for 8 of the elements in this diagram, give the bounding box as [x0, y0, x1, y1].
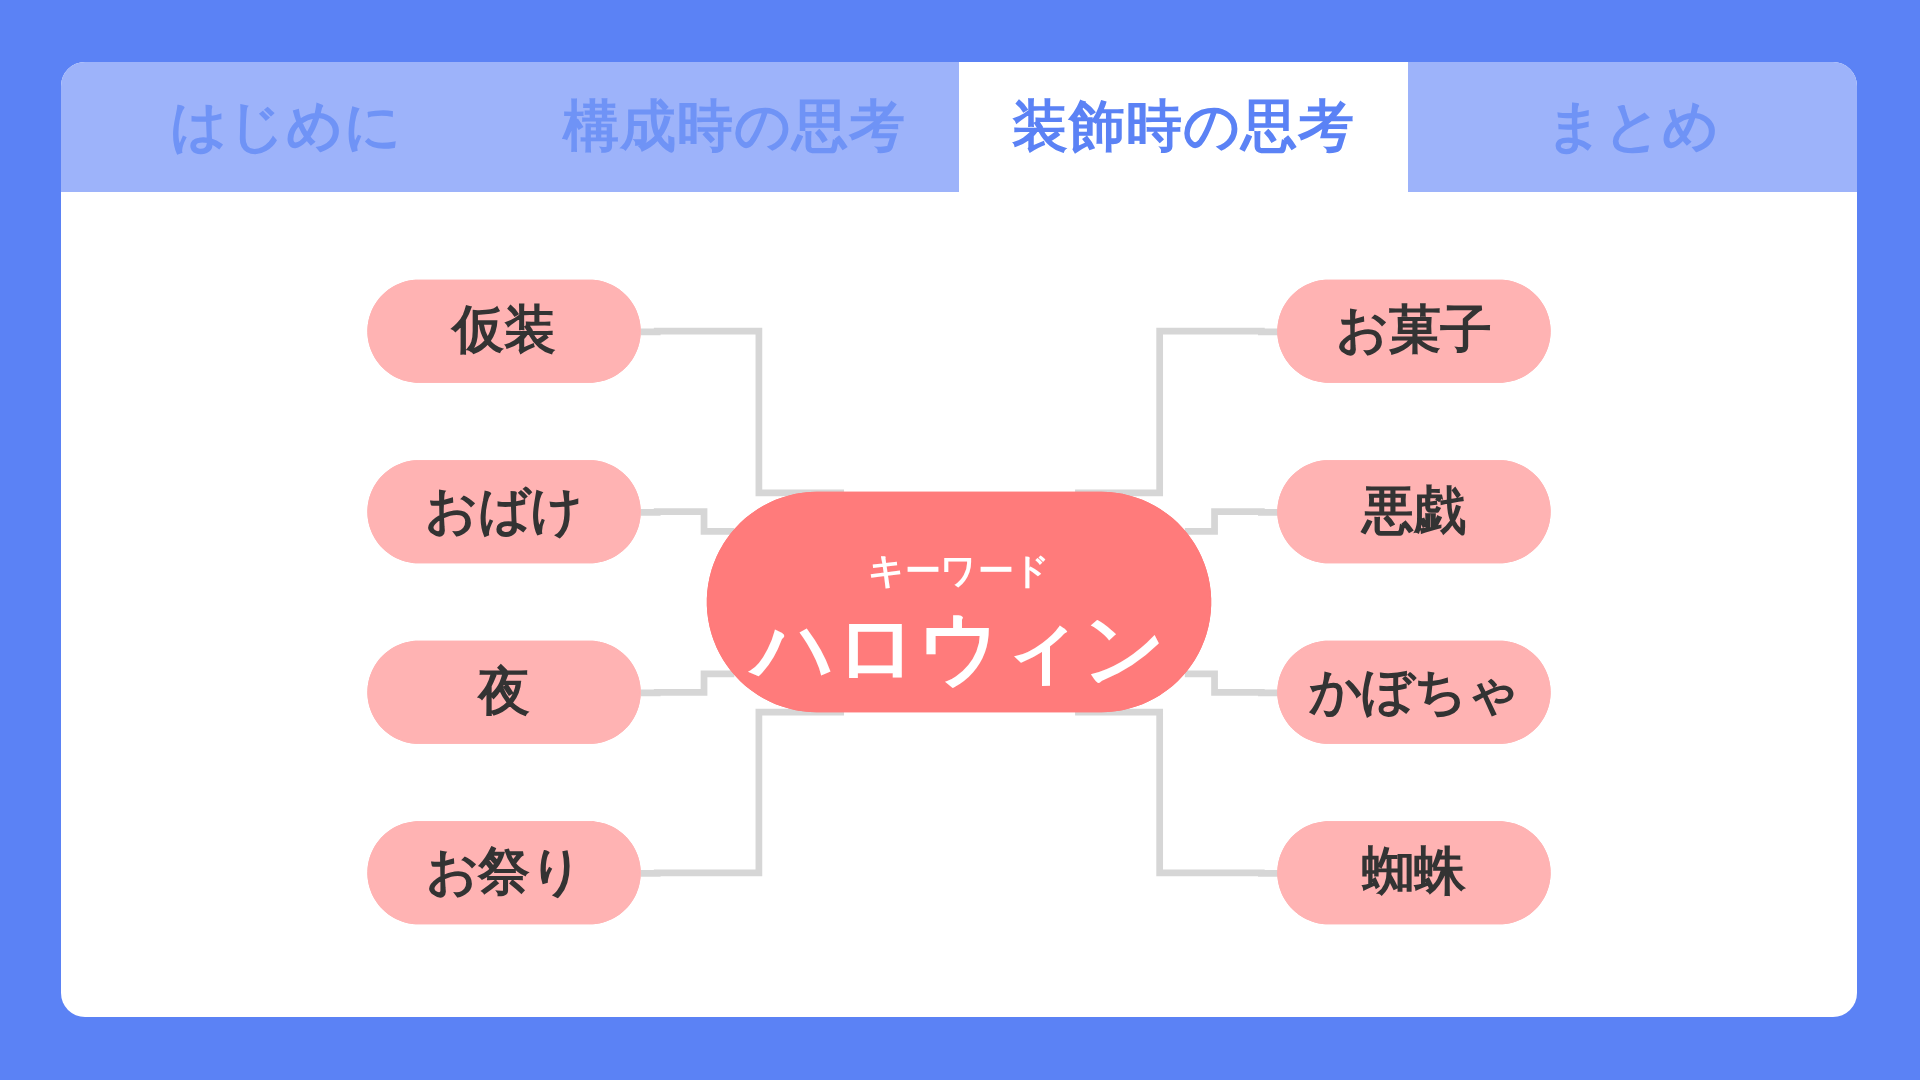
connector — [1075, 708, 1279, 877]
connector — [640, 327, 845, 497]
connector — [1184, 670, 1279, 697]
connector — [1075, 327, 1279, 497]
connector — [640, 508, 735, 535]
connector — [640, 708, 845, 877]
connector — [1184, 508, 1279, 535]
connector — [640, 670, 735, 697]
